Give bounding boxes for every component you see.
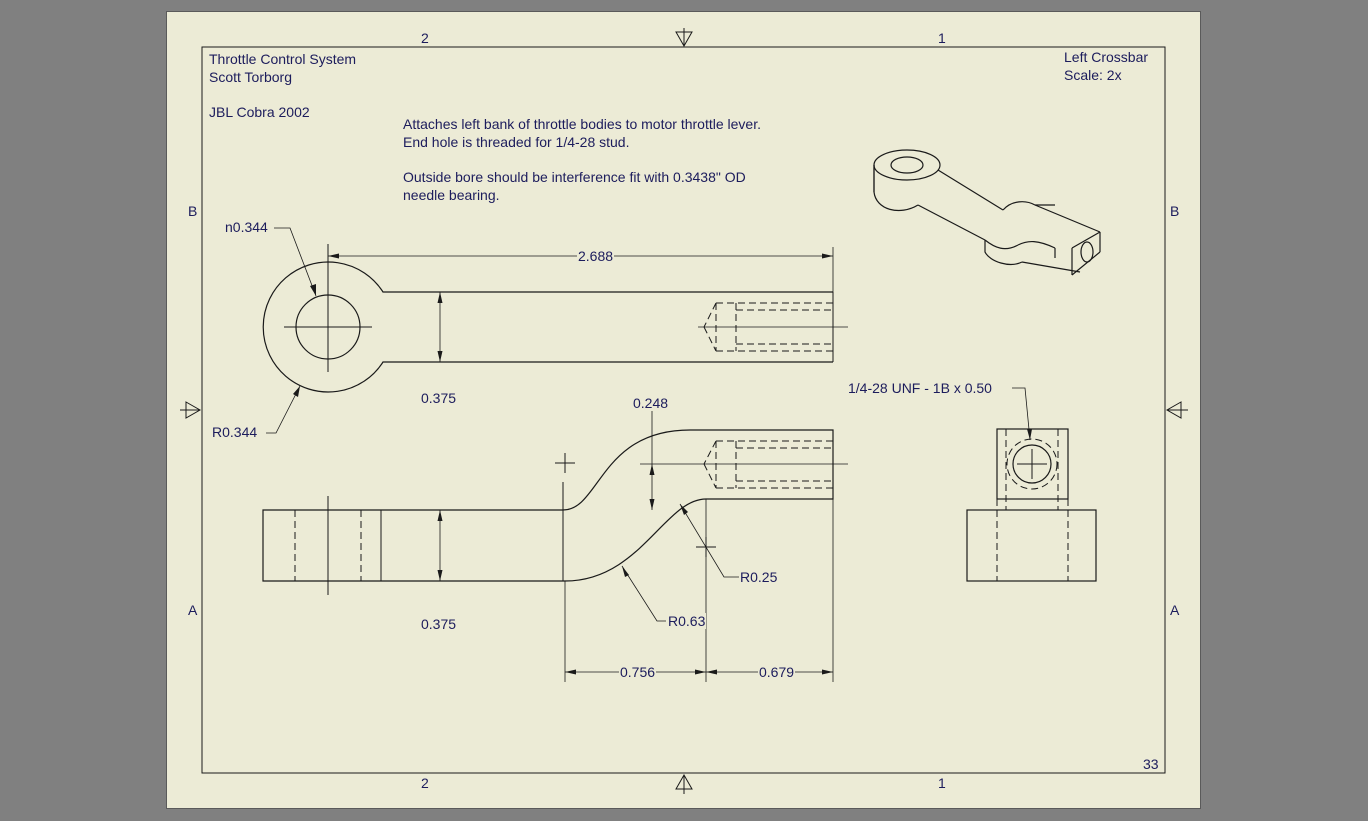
zone-col-right-bottom: 1 xyxy=(938,775,946,791)
note-line-4: needle bearing. xyxy=(403,187,500,203)
drawing-border xyxy=(201,46,1166,774)
top-view-outline xyxy=(262,261,833,393)
dim-offset xyxy=(640,410,698,510)
isometric-view xyxy=(873,149,1101,276)
note-line-1: Attaches left bank of throttle bodies to… xyxy=(403,116,761,132)
zone-row-bottom-left: A xyxy=(188,602,198,618)
dim-label-len-a: 0.756 xyxy=(619,664,657,680)
scale-label: Scale: 2x xyxy=(1064,67,1122,83)
hidden-thread-side xyxy=(703,440,833,489)
center-marker-bottom xyxy=(675,773,693,794)
dim-lengths xyxy=(564,499,834,682)
center-marker-left xyxy=(180,401,202,419)
part-name: Left Crossbar xyxy=(1064,49,1149,65)
dim-label-len-b: 0.679 xyxy=(758,664,796,680)
zone-row-top-right: B xyxy=(1170,203,1180,219)
top-view xyxy=(262,244,848,393)
author-name: Scott Torborg xyxy=(209,69,293,85)
sheet-number: 33 xyxy=(1143,756,1159,772)
dim-label-fillet-large: R0.63 xyxy=(667,613,707,629)
dim-label-thread-callout: 1/4-28 UNF - 1B x 0.50 xyxy=(847,380,993,396)
dim-label-side-thickness: 0.375 xyxy=(420,616,458,632)
dim-label-overall-length: 2.688 xyxy=(577,248,615,264)
note-line-3: Outside bore should be interference fit … xyxy=(403,169,746,185)
zone-col-left-bottom: 2 xyxy=(421,775,429,791)
zone-row-top-left: B xyxy=(188,203,198,219)
dim-label-top-width: 0.375 xyxy=(420,390,458,406)
leader-bore-diameter xyxy=(274,227,317,297)
side-view-outline xyxy=(262,429,834,582)
dim-side-thickness xyxy=(437,510,443,581)
center-marker-right xyxy=(1165,401,1188,419)
dim-label-eye-radius: R0.344 xyxy=(211,424,259,440)
note-line-2: End hole is threaded for 1/4-28 stud. xyxy=(403,134,630,150)
leader-thread-callout xyxy=(1012,387,1032,441)
center-marker-top xyxy=(675,28,693,48)
leader-fillet-large xyxy=(621,565,666,622)
end-view xyxy=(966,428,1097,582)
dim-top-width xyxy=(437,292,443,362)
zone-row-bottom-right: A xyxy=(1170,602,1180,618)
project-title: Throttle Control System xyxy=(209,51,357,67)
dim-label-offset: 0.248 xyxy=(632,395,670,411)
dim-label-fillet-small: R0.25 xyxy=(739,569,779,585)
leader-eye-radius xyxy=(266,385,301,434)
dim-label-bore-diameter: n0.344 xyxy=(224,219,269,235)
leader-fillet-small xyxy=(679,503,739,578)
zone-col-left-top: 2 xyxy=(421,30,429,46)
zone-col-right-top: 1 xyxy=(938,30,946,46)
vehicle-name: JBL Cobra 2002 xyxy=(209,104,310,120)
drawing-sheet xyxy=(166,11,1201,809)
